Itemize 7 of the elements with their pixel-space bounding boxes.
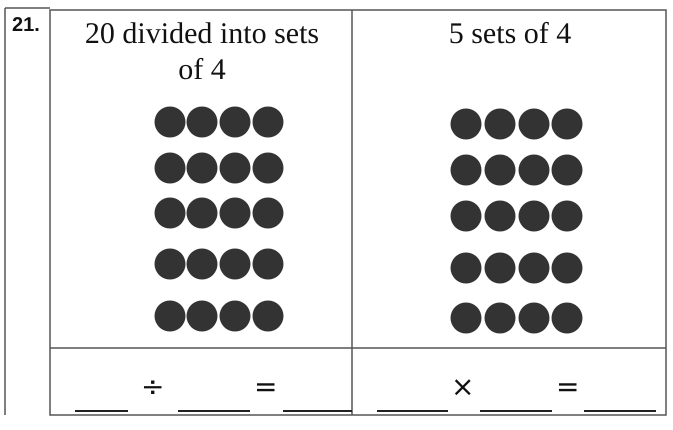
division-sign: ÷ xyxy=(141,372,164,402)
question-number: 21. xyxy=(12,14,40,37)
multiplication-sign: × xyxy=(451,372,474,402)
column-heading: 5 sets of 4 xyxy=(448,16,572,52)
equals-sign: = xyxy=(254,372,278,402)
column-heading: 20 divided into sets of 4 xyxy=(84,16,320,88)
equals-sign: = xyxy=(556,372,580,402)
